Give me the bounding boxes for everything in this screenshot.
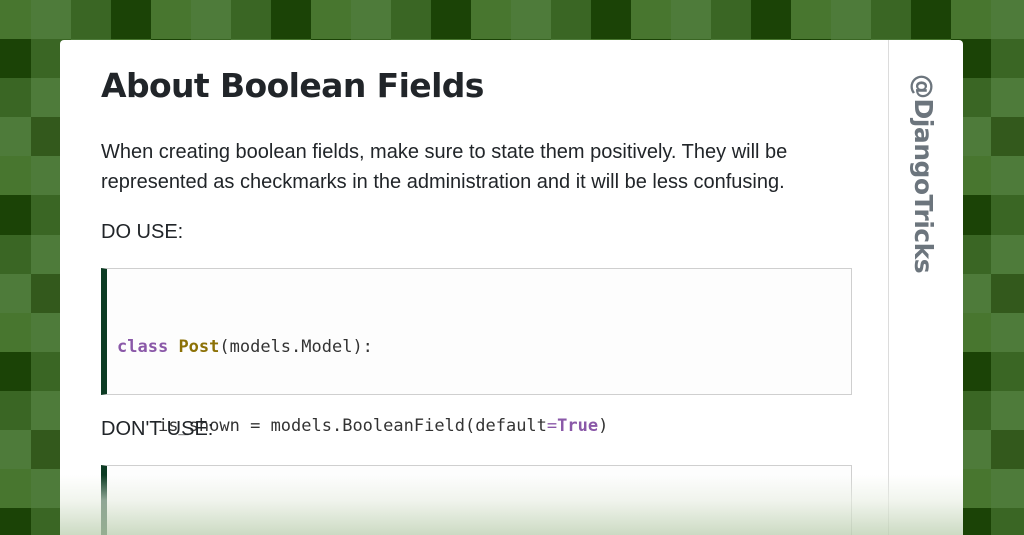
background-tile [0, 430, 31, 470]
background-tile [0, 351, 31, 391]
background-tile [991, 78, 1024, 118]
twitter-handle: @DjangoTricks [909, 74, 938, 274]
background-tile [0, 273, 31, 313]
background-tile [951, 0, 991, 40]
background-tile [391, 0, 431, 40]
background-tile [551, 0, 591, 40]
background-tile [991, 508, 1024, 535]
code-line: class Post(models.Model): [117, 531, 841, 535]
background-tile [751, 0, 791, 40]
page-title: About Boolean Fields [101, 66, 484, 105]
background-tile [991, 351, 1024, 391]
background-tile [0, 234, 31, 274]
background-tile [991, 195, 1024, 235]
background-tile [991, 469, 1024, 509]
background-tile [351, 0, 391, 40]
code-block-dont-use: class Post(models.Model): is_hidden = mo… [101, 465, 852, 535]
background-tile [991, 390, 1024, 431]
background-tile [0, 508, 31, 535]
dont-use-label: DON'T USE: [101, 418, 214, 440]
background-tile [511, 0, 551, 40]
background-tile [0, 0, 31, 40]
background-tile [991, 312, 1024, 352]
background-tile [711, 0, 751, 40]
background-tile [991, 0, 1024, 40]
background-tile [991, 117, 1024, 157]
intro-paragraph: When creating boolean fields, make sure … [101, 141, 788, 193]
tip-card: About Boolean Fields When creating boole… [60, 40, 963, 535]
background-tile [991, 273, 1024, 313]
background-tile [631, 0, 671, 40]
background-tile [431, 0, 471, 40]
background-tile [991, 430, 1024, 470]
background-tile [591, 0, 631, 40]
background-tile [0, 312, 31, 352]
code-line: class Post(models.Model): [117, 336, 373, 357]
background-tile [111, 0, 151, 40]
sidebar-handle-panel: @DjangoTricks [889, 40, 963, 535]
background-tile [991, 234, 1024, 274]
background-tile [831, 0, 871, 40]
code-line: is_shown = models.BooleanField(default=T… [157, 416, 609, 437]
background-tile [991, 39, 1024, 79]
background-tile [911, 0, 951, 40]
background-tile [151, 0, 191, 40]
background-tile [0, 469, 31, 509]
background-tile [991, 156, 1024, 196]
background-tile [71, 0, 111, 40]
background-tile [671, 0, 711, 40]
background-tile [0, 195, 31, 235]
background-tile [791, 0, 831, 40]
background-tile [0, 390, 31, 431]
background-tile [0, 39, 31, 79]
background-tile [0, 78, 31, 118]
background-tile [871, 0, 911, 40]
background-tile [271, 0, 311, 40]
do-use-label: DO USE: [101, 221, 184, 243]
sidebar-divider [888, 40, 889, 535]
background-tile [191, 0, 231, 40]
background-tile [231, 0, 271, 40]
background-tile [31, 0, 71, 40]
background-tile [0, 156, 31, 196]
background-tile [311, 0, 351, 40]
background-tile [0, 117, 31, 157]
background-tile [471, 0, 511, 40]
code-block-do-use: class Post(models.Model): is_shown = mod… [101, 268, 852, 515]
